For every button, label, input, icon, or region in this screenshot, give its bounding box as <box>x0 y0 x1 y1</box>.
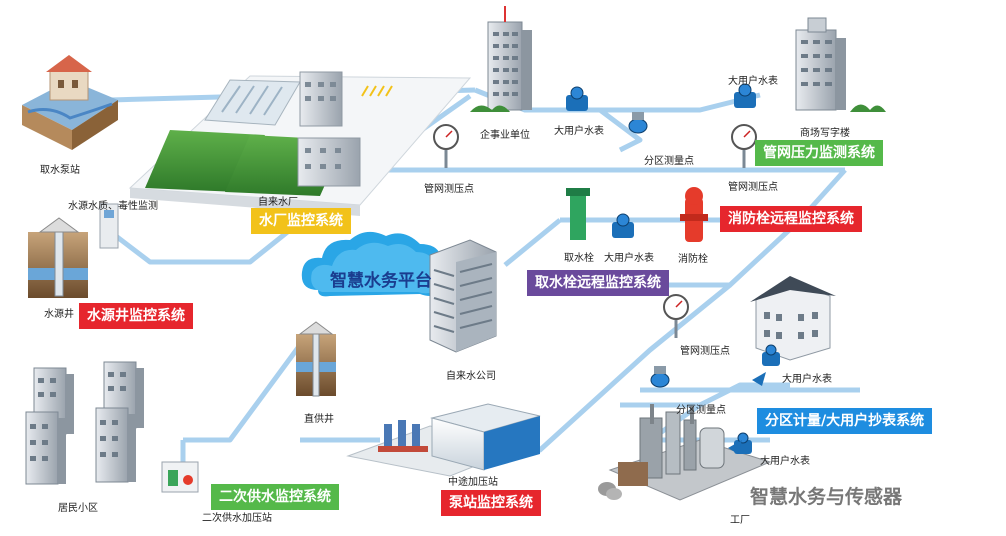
label-plant: 自来水厂 <box>258 197 298 208</box>
label-water-company: 自来水公司 <box>446 371 496 382</box>
label-booster-station: 中途加压站 <box>448 477 498 488</box>
label-pressure-point-2: 管网测压点 <box>728 182 778 193</box>
water-company-building <box>429 239 497 353</box>
label-zone-point-1: 分区测量点 <box>644 156 694 167</box>
direct-well <box>296 321 336 397</box>
factory-icon <box>608 404 772 501</box>
label-direct-well: 直供井 <box>304 414 334 425</box>
water-quality-monitor <box>99 203 119 249</box>
tag-intake-hydrant-system: 取水栓远程监控系统 <box>527 270 669 296</box>
water-tower-icon <box>46 55 92 101</box>
mall-building <box>795 17 886 112</box>
tag-secondary-supply-system: 二次供水监控系统 <box>211 484 339 510</box>
building-icon <box>25 411 66 485</box>
label-mall: 商场写字楼 <box>800 128 850 139</box>
label-pressure-point-1: 管网测压点 <box>424 184 474 195</box>
tag-pump-station-system: 泵站监控系统 <box>441 490 541 516</box>
flow-arrows <box>728 372 766 454</box>
label-big-meter-4: 大用户水表 <box>782 374 832 385</box>
tag-zone-metering-system: 分区计量/大用户抄表系统 <box>757 408 933 434</box>
pump-icon <box>378 420 428 452</box>
label-enterprise: 企事业单位 <box>480 130 530 141</box>
label-secondary-station: 二次供水加压站 <box>202 513 272 524</box>
label-fire-hydrant: 消防栓 <box>678 254 708 265</box>
label-intake-hydrant: 取水栓 <box>564 253 594 264</box>
water-meter-icon <box>612 213 634 238</box>
label-intake-station: 取水泵站 <box>40 165 80 176</box>
label-big-meter-1: 大用户水表 <box>554 126 604 137</box>
label-pressure-point-3: 管网测压点 <box>680 346 730 357</box>
booster-station <box>346 403 541 477</box>
tag-source-well-system: 水源井监控系统 <box>79 303 193 329</box>
label-water-quality: 水源水质、毒性监测 <box>68 201 158 212</box>
label-big-meter-3: 大用户水表 <box>604 253 654 264</box>
platform-label: 智慧水务平台 <box>330 271 432 291</box>
pressure-gauge-icon <box>433 124 459 168</box>
enterprise-building <box>470 6 532 112</box>
source-well <box>28 217 88 298</box>
building-icon <box>95 407 136 483</box>
wechat-icon <box>598 482 622 500</box>
water-plant <box>128 71 472 216</box>
tag-pipe-pressure-system: 管网压力监测系统 <box>755 140 883 166</box>
label-zone-point-2: 分区测量点 <box>676 405 726 416</box>
label-big-meter-5: 大用户水表 <box>760 456 810 467</box>
label-factory: 工厂 <box>730 515 750 526</box>
label-source-well: 水源井 <box>44 309 74 320</box>
label-residential: 居民小区 <box>58 503 98 514</box>
water-meter-icon <box>762 344 780 366</box>
flow-meter-icon <box>650 366 670 388</box>
tag-fire-hydrant-system: 消防栓远程监控系统 <box>720 206 862 232</box>
water-meter-icon <box>566 86 588 111</box>
watermark-text: 智慧水务与传感器 <box>750 486 903 508</box>
hydrant-icon <box>566 188 590 240</box>
pressure-gauge-icon <box>731 124 757 168</box>
intake-station <box>22 55 118 150</box>
secondary-supply-station <box>161 461 199 493</box>
tag-water-plant-system: 水厂监控系统 <box>251 208 351 234</box>
cloud-icon <box>301 231 451 297</box>
water-meter-icon <box>734 83 756 108</box>
building-icon <box>750 276 836 361</box>
hydrant-icon <box>680 187 708 242</box>
label-big-meter-2: 大用户水表 <box>728 76 778 87</box>
pressure-gauge-icon <box>663 294 689 338</box>
well-icon <box>38 217 80 297</box>
residential-buildings <box>25 361 144 485</box>
flow-meter-icon <box>628 112 648 134</box>
